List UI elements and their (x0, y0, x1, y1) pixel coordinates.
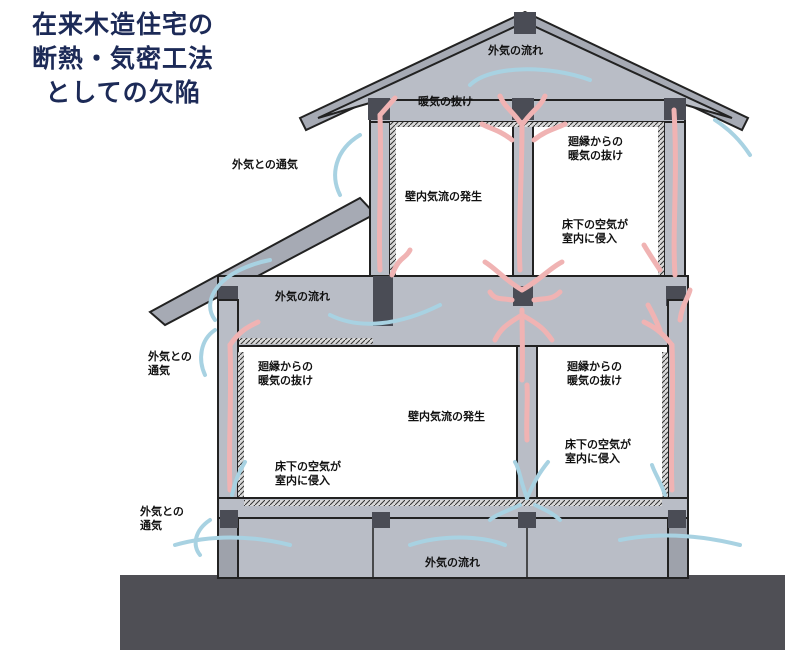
label-bottom-ventilation-line-1: 外気との (140, 505, 184, 518)
title-line-1: 在来木造住宅の (31, 10, 214, 39)
label-upper-underfloor-intrusion: 床下の空気が 室内に侵入 (562, 218, 628, 246)
label-right-underfloor-intrusion: 床下の空気が 室内に侵入 (565, 438, 631, 466)
label-upper-ventilation: 外気との通気 (232, 158, 298, 171)
label-right-sill-warm-escape-line-2: 暖気の抜け (567, 374, 622, 387)
label-left-sill-warm-escape: 廻縁からの 暖気の抜け (258, 360, 313, 388)
label-right-sill-warm-escape: 廻縁からの 暖気の抜け (567, 360, 622, 388)
label-left-ventilation-line-1: 外気との (148, 350, 192, 363)
label-left-sill-warm-escape-line-2: 暖気の抜け (258, 374, 313, 387)
label-roof-outside-flow: 外気の流れ (488, 44, 543, 57)
label-middle-outside-flow: 外気の流れ (275, 290, 330, 303)
label-upper-sill-warm-escape: 廻縁からの 暖気の抜け (568, 135, 623, 163)
warm-air-arrows (226, 93, 693, 493)
middle-floor-band (217, 275, 689, 349)
cold-air-arrows (173, 67, 752, 557)
label-roof-warm-escape: 暖気の抜け (418, 95, 473, 108)
label-left-underfloor-intrusion-line-1: 床下の空気が (275, 460, 341, 473)
label-bottom-outside-flow: 外気の流れ (425, 556, 480, 569)
label-lower-wall-airflow: 壁内気流の発生 (408, 410, 485, 423)
ground (120, 575, 785, 650)
label-left-underfloor-intrusion-line-2: 室内に侵入 (275, 474, 330, 487)
label-left-sill-warm-escape-line-1: 廻縁からの (258, 360, 313, 373)
label-right-underfloor-intrusion-line-2: 室内に侵入 (565, 452, 620, 465)
title: 在来木造住宅の 断熱・気密工法 としての欠陥 (8, 8, 238, 110)
label-left-underfloor-intrusion: 床下の空気が 室内に侵入 (275, 460, 341, 488)
upper-storey (368, 98, 686, 296)
label-upper-underfloor-intrusion-line-2: 室内に侵入 (562, 232, 617, 245)
label-upper-sill-warm-escape-line-2: 暖気の抜け (568, 149, 623, 162)
label-right-sill-warm-escape-line-1: 廻縁からの (567, 360, 622, 373)
label-upper-sill-warm-escape-line-1: 廻縁からの (568, 135, 623, 148)
label-upper-underfloor-intrusion-line-1: 床下の空気が (562, 218, 628, 231)
label-upper-wall-airflow: 壁内気流の発生 (405, 190, 482, 203)
label-left-ventilation-line-2: 通気 (148, 364, 170, 377)
label-bottom-ventilation: 外気との 通気 (140, 505, 184, 533)
label-left-ventilation: 外気との 通気 (148, 350, 192, 378)
label-right-underfloor-intrusion-line-1: 床下の空気が (565, 438, 631, 451)
title-line-2: 断熱・気密工法 (31, 44, 214, 73)
title-line-3: としての欠陥 (45, 78, 201, 107)
label-bottom-ventilation-line-2: 通気 (140, 519, 162, 532)
